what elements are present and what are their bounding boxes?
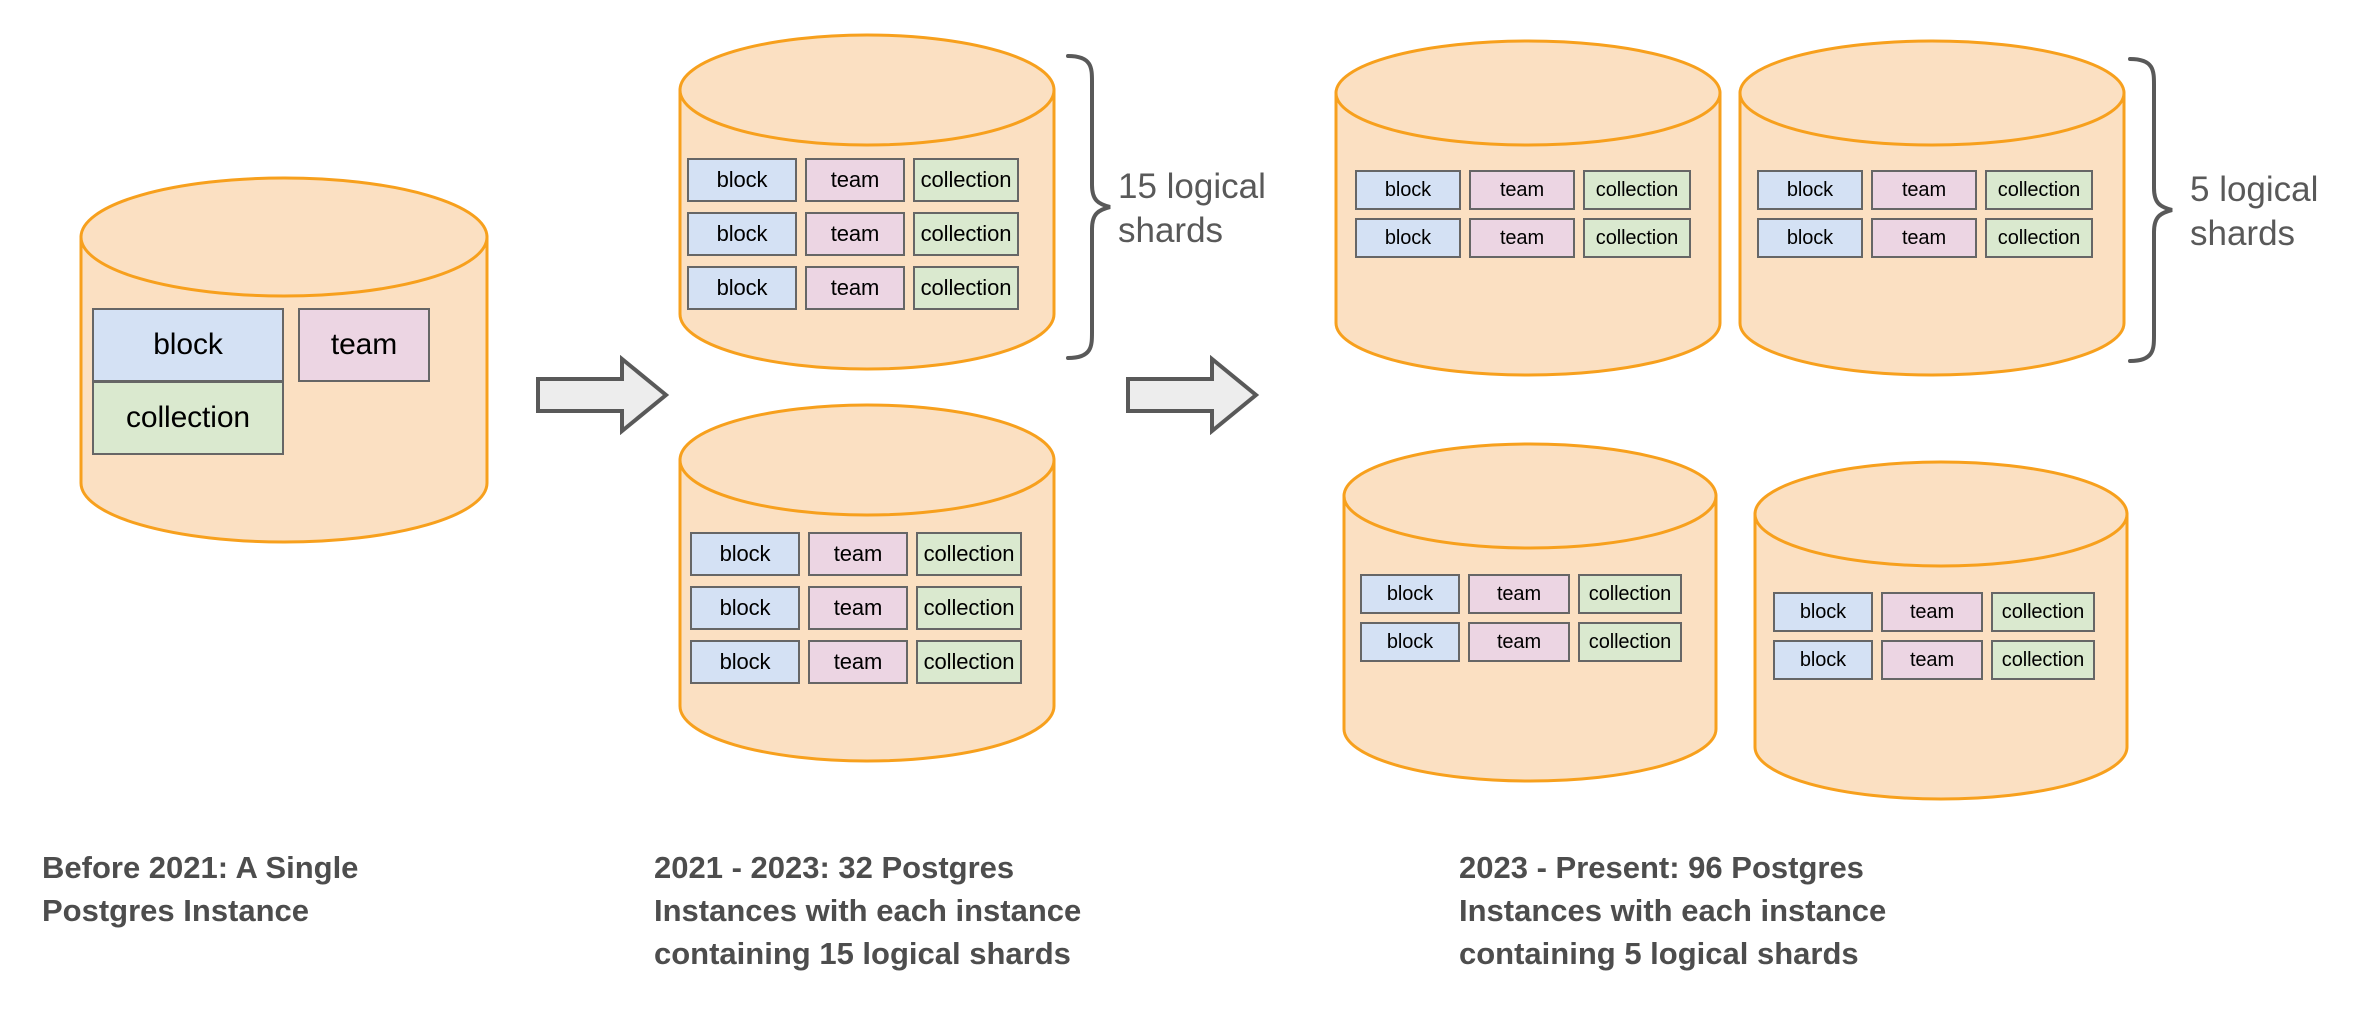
shard-group-stage2-top: block team collection block team collect… (687, 158, 1019, 310)
table-box-collection[interactable]: collection (913, 266, 1019, 310)
table-box-collection[interactable]: collection (1578, 622, 1682, 662)
table-box-team[interactable]: team (808, 532, 908, 576)
brace-stage3 (2122, 55, 2192, 365)
table-box-collection[interactable]: collection (916, 586, 1022, 630)
shard-row: block team collection (1773, 640, 2095, 680)
table-box-collection[interactable]: collection (1991, 592, 2095, 632)
shard-group-stage3-bottom-right: block team collection block team collect… (1773, 592, 2095, 680)
table-box-team[interactable]: team (808, 640, 908, 684)
caption-stage3: 2023 - Present: 96 Postgres Instances wi… (1459, 850, 1887, 971)
table-box-block[interactable]: block (1757, 218, 1863, 258)
table-box-team[interactable]: team (1881, 592, 1983, 632)
table-box-block[interactable]: block (690, 532, 800, 576)
right-arrow-icon (1126, 354, 1260, 436)
brace-label-stage2: 15 logical shards (1118, 167, 1266, 250)
table-box-collection[interactable]: collection (913, 212, 1019, 256)
shard-row: block team collection (1757, 170, 2093, 210)
shard-row: block team collection (1757, 218, 2093, 258)
shard-row: block team collection (690, 586, 1022, 630)
table-box-team[interactable]: team (1469, 170, 1575, 210)
shard-row: block team collection (690, 532, 1022, 576)
shard-row: block team collection (1355, 218, 1691, 258)
table-box-block[interactable]: block (1355, 218, 1461, 258)
caption-stage1: Before 2021: A Single Postgres Instance (42, 850, 359, 928)
table-box-block[interactable]: block (690, 640, 800, 684)
table-box-team[interactable]: team (1468, 574, 1570, 614)
arrow-stage2-to-stage3 (1124, 354, 1260, 436)
shard-row: block team (92, 308, 430, 382)
table-box-block[interactable]: block (1360, 622, 1460, 662)
table-box-block[interactable]: block (1773, 592, 1873, 632)
shard-row: collection (92, 381, 430, 455)
brace-label-stage3: 5 logical shards (2190, 170, 2319, 253)
table-box-collection[interactable]: collection (1583, 170, 1691, 210)
table-box-collection[interactable]: collection (1985, 170, 2093, 210)
table-box-block[interactable]: block (690, 586, 800, 630)
table-box-block[interactable]: block (1773, 640, 1873, 680)
table-box-collection[interactable]: collection (916, 532, 1022, 576)
shard-group-stage3-bottom-left: block team collection block team collect… (1360, 574, 1682, 662)
arrow-stage1-to-stage2 (534, 354, 670, 436)
table-box-block[interactable]: block (687, 266, 797, 310)
caption-stage2: 2021 - 2023: 32 Postgres Instances with … (654, 850, 1082, 971)
shard-group-single: block team collection (92, 308, 430, 455)
table-box-team[interactable]: team (808, 586, 908, 630)
curly-brace-icon (1066, 54, 1111, 360)
shard-row: block team collection (1773, 592, 2095, 632)
shard-row: block team collection (690, 640, 1022, 684)
table-box-block[interactable]: block (687, 212, 797, 256)
table-box-block[interactable]: block (687, 158, 797, 202)
table-box-team[interactable]: team (1469, 218, 1575, 258)
table-box-team[interactable]: team (298, 308, 430, 382)
table-box-collection[interactable]: collection (1985, 218, 2093, 258)
table-box-block[interactable]: block (1757, 170, 1863, 210)
table-box-block[interactable]: block (92, 308, 284, 382)
table-box-team[interactable]: team (805, 212, 905, 256)
shard-row: block team collection (1360, 622, 1682, 662)
shard-group-stage3-top-left: block team collection block team collect… (1355, 170, 1691, 258)
table-box-collection[interactable]: collection (1578, 574, 1682, 614)
table-box-team[interactable]: team (1871, 170, 1977, 210)
table-box-team[interactable]: team (1468, 622, 1570, 662)
shard-group-stage3-top-right: block team collection block team collect… (1757, 170, 2093, 258)
table-box-team[interactable]: team (1871, 218, 1977, 258)
shard-row: block team collection (687, 266, 1019, 310)
right-arrow-icon (536, 354, 670, 436)
shard-row: block team collection (687, 158, 1019, 202)
table-box-collection[interactable]: collection (92, 381, 284, 455)
shard-row: block team collection (687, 212, 1019, 256)
shard-row: block team collection (1355, 170, 1691, 210)
table-box-block[interactable]: block (1360, 574, 1460, 614)
shard-row: block team collection (1360, 574, 1682, 614)
table-box-collection[interactable]: collection (1583, 218, 1691, 258)
table-box-collection[interactable]: collection (913, 158, 1019, 202)
table-box-block[interactable]: block (1355, 170, 1461, 210)
table-box-team[interactable]: team (805, 266, 905, 310)
brace-stage2 (1058, 52, 1128, 362)
table-box-team[interactable]: team (805, 158, 905, 202)
table-box-team[interactable]: team (1881, 640, 1983, 680)
shard-group-stage2-bottom: block team collection block team collect… (690, 532, 1022, 684)
curly-brace-icon (2128, 57, 2173, 363)
table-box-collection[interactable]: collection (1991, 640, 2095, 680)
table-box-collection[interactable]: collection (916, 640, 1022, 684)
